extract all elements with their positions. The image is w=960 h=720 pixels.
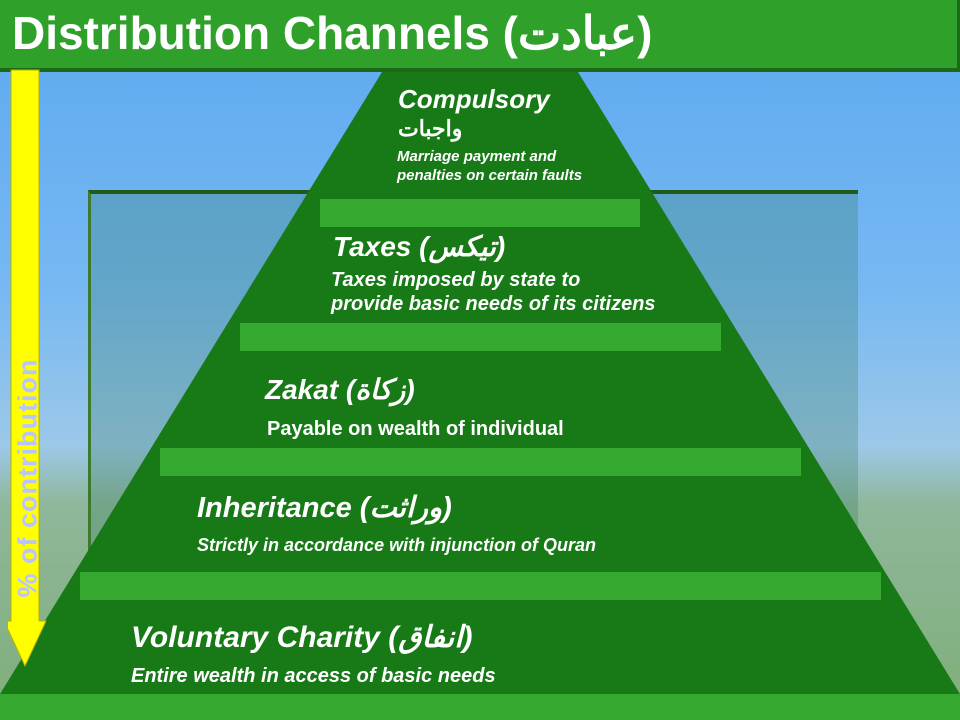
page-title: Distribution Channels (عبادت) (12, 7, 653, 59)
pyramid-body (0, 72, 960, 694)
title-bar: Distribution Channels (عبادت) (0, 0, 960, 72)
tier-taxes-description-2: provide basic needs of its citizens (331, 293, 656, 315)
tier-taxes-description-1: Taxes imposed by state to (331, 269, 581, 291)
tier-zakat-description: Payable on wealth of individual (267, 418, 564, 440)
pyramid-step-4 (80, 572, 881, 600)
pyramid-step-3 (160, 448, 801, 476)
tier-compulsory-description-1: Marriage payment and (397, 148, 557, 165)
tier-zakat-heading: Zakat (زکاة) (265, 374, 415, 405)
axis-label: % of contribution (12, 358, 43, 598)
tier-compulsory-description-2: penalties on certain faults (397, 167, 583, 184)
tier-compulsory-arabic: واجبات (398, 116, 463, 141)
tier-voluntary-charity-description: Entire wealth in access of basic needs (131, 665, 496, 687)
tier-inheritance-heading: Inheritance (وراثت) (197, 492, 452, 524)
tier-taxes-heading: Taxes (تیکس) (333, 231, 506, 262)
tier-voluntary-charity-heading: Voluntary Charity (انفاق) (131, 621, 473, 654)
pyramid-step-2 (240, 323, 721, 351)
tier-compulsory-heading: Compulsory (398, 84, 550, 114)
tier-inheritance-description: Strictly in accordance with injunction o… (197, 535, 597, 555)
down-arrow-icon (8, 69, 47, 668)
pyramid-step-1 (320, 199, 640, 227)
pyramid-base (0, 694, 960, 720)
